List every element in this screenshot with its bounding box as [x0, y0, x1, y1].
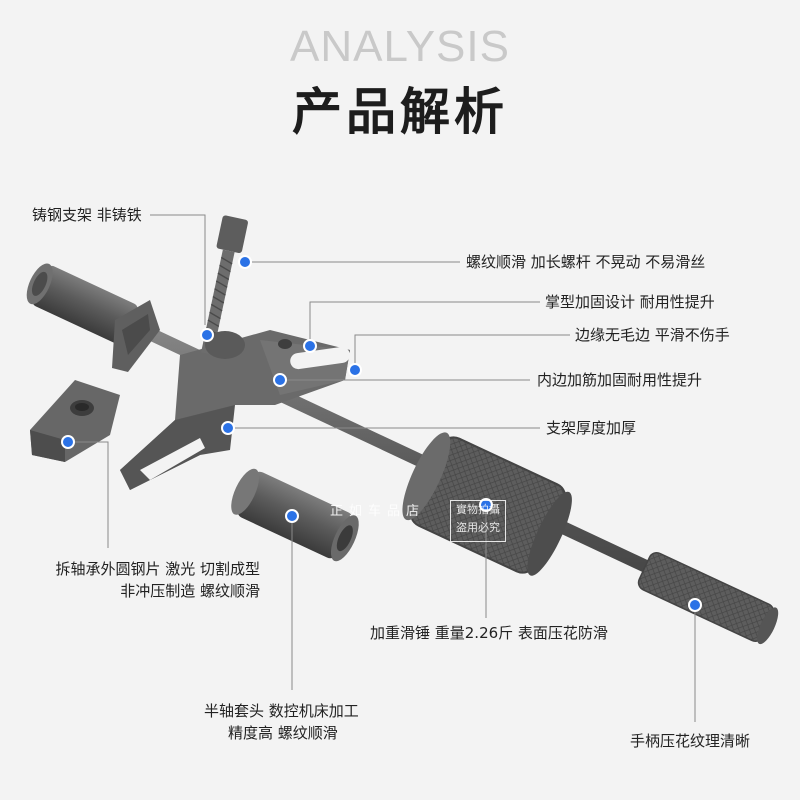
dot-bearing-piece: [61, 435, 75, 449]
stamp-line1: 實物拍攝: [456, 503, 500, 516]
label-sleeve-line1: 半轴套头 数控机床加工: [204, 702, 359, 720]
label-cast-bracket: 铸钢支架 非铸铁: [32, 206, 142, 224]
store-watermark: 正如车品店: [330, 504, 426, 519]
label-inner-rib: 内边加筋加固耐用性提升: [537, 371, 703, 389]
dot-palm: [303, 339, 317, 353]
label-thickness: 支架厚度加厚: [546, 419, 637, 437]
label-bearing-piece-line2: 非冲压制造 螺纹顺滑: [120, 582, 260, 600]
label-bearing-piece-line1: 拆轴承外圆钢片 激光 切割成型: [55, 560, 260, 578]
title-en: ANALYSIS: [290, 22, 510, 71]
left-plate: [112, 300, 160, 372]
stamp-line2: 盗用必究: [456, 521, 500, 534]
authenticity-stamp: 實物拍攝 盗用必究: [450, 500, 506, 542]
leader-lines: [68, 214, 696, 722]
label-palm-design: 掌型加固设计 耐用性提升: [545, 293, 715, 311]
label-slide-hammer: 加重滑锤 重量2.26斤 表面压花防滑: [370, 624, 608, 642]
bearing-plate-piece: [30, 380, 120, 462]
label-thread: 螺纹顺滑 加长螺杆 不晃动 不易滑丝: [466, 253, 706, 271]
label-edge: 边缘无毛边 平滑不伤手: [575, 326, 730, 344]
dot-thickness: [221, 421, 235, 435]
dot-cast-bracket: [200, 328, 214, 342]
label-sleeve: 半轴套头 数控机床加工 精度高 螺纹顺滑: [204, 700, 359, 744]
dot-slide-hammer: [479, 498, 493, 512]
label-handle: 手柄压花纹理清晰: [630, 732, 751, 750]
dot-inner-rib: [273, 373, 287, 387]
dot-thread: [238, 255, 252, 269]
dot-handle: [688, 598, 702, 612]
label-bearing-piece: 拆轴承外圆钢片 激光 切割成型 非冲压制造 螺纹顺滑: [20, 558, 260, 602]
dot-sleeve: [285, 509, 299, 523]
dot-edge: [348, 363, 362, 377]
knurled-handle: [637, 552, 779, 645]
label-sleeve-line2: 精度高 螺纹顺滑: [228, 724, 338, 742]
title-cn: 产品解析: [292, 83, 508, 141]
annotation-dots: [61, 255, 702, 612]
rod-left-end: [26, 263, 138, 345]
